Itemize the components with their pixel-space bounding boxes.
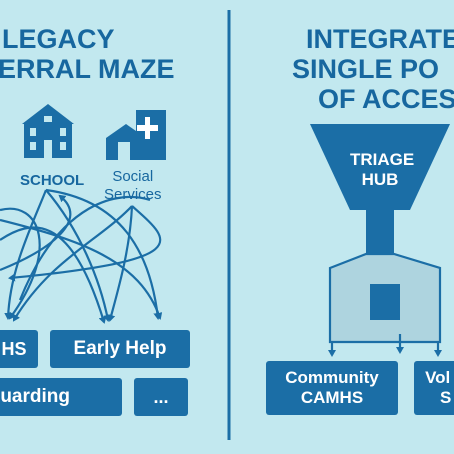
source-label-school: SCHOOL [20,172,85,189]
destination-label: Early Help [73,338,167,359]
source-label-social-services: Social Services [104,168,162,204]
voluntary-line2: S [440,388,452,407]
triage-hub-label: TRIAGE HUB [350,150,414,190]
right-title-line2: SINGLE PO [292,54,440,84]
left-title-line2: ERRAL MAZE [0,54,175,84]
destination-box-more: ... [134,378,188,416]
left-title-line1: LEGACY [2,24,115,54]
community-camhs-line2: CAMHS [300,388,364,407]
right-title-line3: OF ACCES [318,84,454,114]
distribution-frame [328,252,442,357]
referral-maze-arrows [0,188,163,324]
right-title-line1: INTEGRATE [306,24,454,54]
destination-label: HS [1,338,27,359]
destination-label: ... [153,386,169,407]
school-building-icon [22,104,74,158]
destination-box-safeguarding: uarding [0,378,122,416]
triage-hub-line1: TRIAGE [350,150,415,169]
destination-box-early-help: Early Help [50,330,190,368]
source-label-social-line1: Social [112,168,154,185]
triage-hub-funnel [310,124,450,254]
destination-label: uarding [0,386,70,407]
destination-box-community-camhs: Community CAMHS [266,361,398,415]
triage-hub-line2: HUB [361,170,399,189]
destination-box-voluntary-sector: Vol S [414,361,454,415]
community-camhs-line1: Community [285,368,379,387]
source-label-social-line2: Services [104,186,162,203]
medical-cross-building-icon [106,110,166,160]
voluntary-line1: Vol [425,368,451,387]
destination-box-hs: HS [0,330,38,368]
